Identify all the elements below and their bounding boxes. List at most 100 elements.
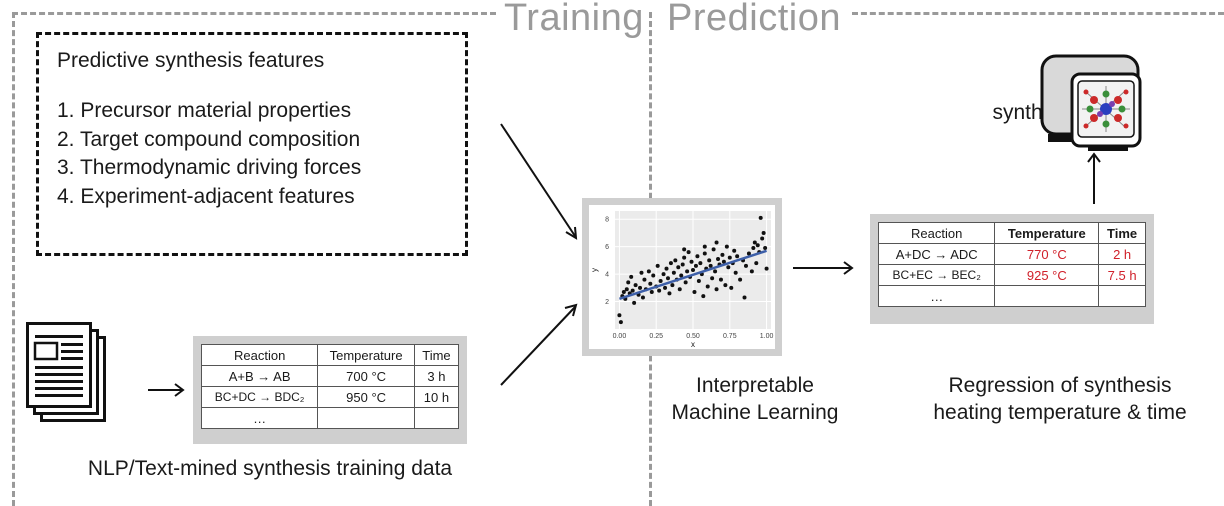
data-point	[695, 254, 700, 259]
data-point	[711, 247, 716, 252]
temperature-cell: 950 °C	[317, 386, 415, 408]
reaction-cell: …	[877, 285, 996, 307]
feature-item: 1. Precursor material properties	[57, 99, 352, 122]
table-row: BC+EC → BEC₂ 925 °C 7.5 h	[877, 264, 1146, 286]
arrows-into-model	[500, 123, 578, 386]
data-point	[760, 236, 765, 241]
data-point	[682, 247, 687, 252]
data-point	[657, 288, 662, 293]
prediction-section-title: Prediction	[667, 0, 841, 39]
data-point	[642, 277, 647, 282]
table-row: …	[200, 407, 460, 429]
feature-item: 3. Thermodynamic driving forces	[57, 156, 362, 179]
data-point	[714, 287, 719, 292]
data-point	[698, 261, 703, 266]
ml-caption-line1: Interpretable	[696, 374, 814, 397]
data-point	[692, 289, 697, 294]
data-point	[729, 285, 734, 290]
data-point	[763, 246, 768, 251]
data-point	[758, 215, 763, 220]
data-point	[667, 291, 672, 296]
feature-item: 2. Target compound composition	[57, 127, 361, 151]
training-section-title: Training	[504, 0, 644, 39]
data-point	[683, 280, 688, 285]
crystal-structure-icon	[1082, 86, 1130, 132]
data-point	[670, 283, 675, 288]
predicted-time-cell: 7.5 h	[1098, 264, 1146, 286]
data-point	[735, 254, 740, 259]
time-cell	[413, 407, 460, 429]
data-point	[761, 230, 766, 235]
data-point	[668, 261, 673, 266]
x-axis-label: x	[691, 340, 695, 349]
ml-caption: Interpretable Machine Learning	[650, 372, 860, 426]
data-point	[726, 265, 731, 270]
data-point	[680, 262, 685, 267]
table-row: …	[877, 285, 1146, 307]
synthesis-features-box: Predictive synthesis features 1. Precurs…	[36, 32, 468, 256]
frame-left-border	[12, 12, 15, 506]
regression-caption: Regression of synthesis heating temperat…	[900, 372, 1220, 426]
predicted-temperature-cell: 770 °C	[994, 243, 1100, 265]
data-point	[727, 255, 732, 260]
data-point	[705, 284, 710, 289]
table-row: BC+DC → BDC₂ 950 °C 10 h	[200, 386, 460, 408]
data-point	[632, 300, 637, 305]
temperature-cell	[994, 285, 1100, 307]
y-tick-label: 6	[605, 244, 609, 251]
data-point	[646, 269, 651, 274]
data-point	[733, 270, 738, 275]
data-point	[648, 281, 653, 286]
regression-caption-line2: heating temperature & time	[933, 401, 1187, 424]
data-point	[702, 244, 707, 249]
data-point	[664, 266, 669, 271]
x-tick-label: 0.00	[613, 333, 627, 340]
data-point	[671, 270, 676, 275]
predicted-time-cell: 2 h	[1098, 243, 1146, 265]
data-point	[658, 278, 663, 283]
document-stack-icon	[26, 322, 136, 432]
frame-top-border	[12, 12, 496, 15]
column-header: Reaction	[877, 222, 996, 244]
data-point	[732, 248, 737, 253]
data-point	[755, 243, 760, 248]
x-tick-label: 0.75	[723, 333, 737, 340]
data-point	[713, 269, 718, 274]
arrow-to-prediction-table	[793, 261, 854, 275]
data-point	[721, 259, 726, 264]
predicted-temperature-cell: 925 °C	[994, 264, 1100, 286]
data-point	[621, 289, 626, 294]
data-point	[738, 277, 743, 282]
column-header: Reaction	[200, 344, 319, 366]
data-point	[724, 244, 729, 249]
prediction-table: Reaction Temperature Time A+DC → ADC 770…	[870, 214, 1154, 324]
data-point	[679, 273, 684, 278]
data-point	[682, 255, 687, 260]
column-header: Time	[1098, 222, 1146, 244]
x-tick-label: 0.50	[686, 333, 700, 340]
data-point	[749, 269, 754, 274]
feature-item: 4. Experiment-adjacent features	[57, 184, 355, 208]
data-point	[630, 288, 635, 293]
data-point	[639, 270, 644, 275]
data-point	[689, 259, 694, 264]
time-cell	[1098, 285, 1146, 307]
arrow-to-lab-synthesis	[1087, 152, 1101, 204]
data-point	[751, 246, 756, 251]
data-point	[673, 258, 678, 263]
data-point	[716, 257, 721, 262]
features-title: Predictive synthesis features	[57, 49, 325, 72]
data-point	[624, 287, 629, 292]
data-point	[685, 269, 690, 274]
data-point	[702, 251, 707, 256]
y-tick-label: 8	[605, 217, 609, 224]
reaction-cell: …	[200, 407, 319, 429]
computer-monitor-icon	[1040, 54, 1142, 151]
data-point	[710, 276, 715, 281]
data-point	[701, 294, 706, 299]
data-point	[764, 266, 769, 271]
data-point	[638, 285, 643, 290]
data-point	[629, 274, 634, 279]
column-header: Temperature	[317, 344, 415, 366]
data-point	[746, 251, 751, 256]
